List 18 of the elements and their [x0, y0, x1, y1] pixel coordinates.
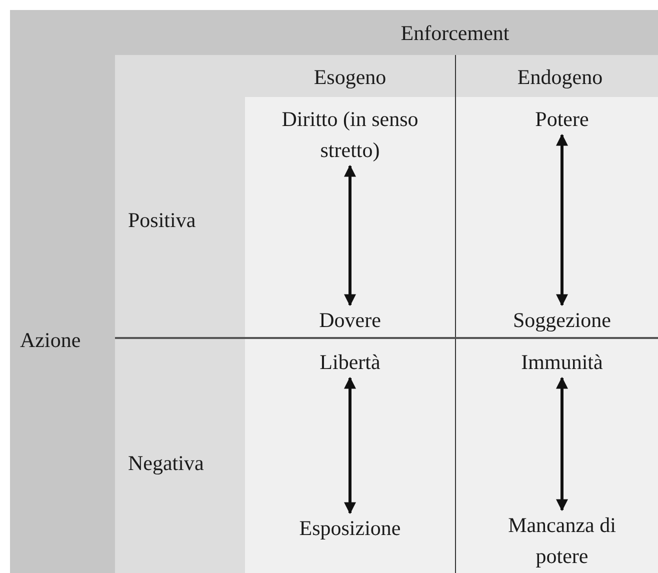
header-label: Esogeno: [314, 64, 386, 91]
concept-label: Mancanza di potere: [487, 510, 637, 572]
concept-label: Soggezione: [472, 305, 652, 336]
concept-label: Dovere: [260, 305, 440, 336]
header-label: Negativa: [128, 450, 204, 477]
concept-label: Esposizione: [260, 513, 440, 544]
double-arrow: [556, 376, 568, 512]
header-label: Positiva: [128, 207, 196, 234]
double-arrow: [344, 376, 356, 514]
concept-label: Immunità: [472, 347, 652, 378]
concept-label: Diritto (in senso stretto): [250, 104, 450, 166]
double-arrow: [344, 164, 356, 306]
concept-label: Potere: [472, 104, 652, 135]
concept-label: Libertà: [260, 347, 440, 378]
header-label: Azione: [20, 327, 81, 354]
header-label: Endogeno: [517, 64, 603, 91]
header-label: Enforcement: [400, 20, 510, 47]
double-arrow: [556, 134, 568, 306]
